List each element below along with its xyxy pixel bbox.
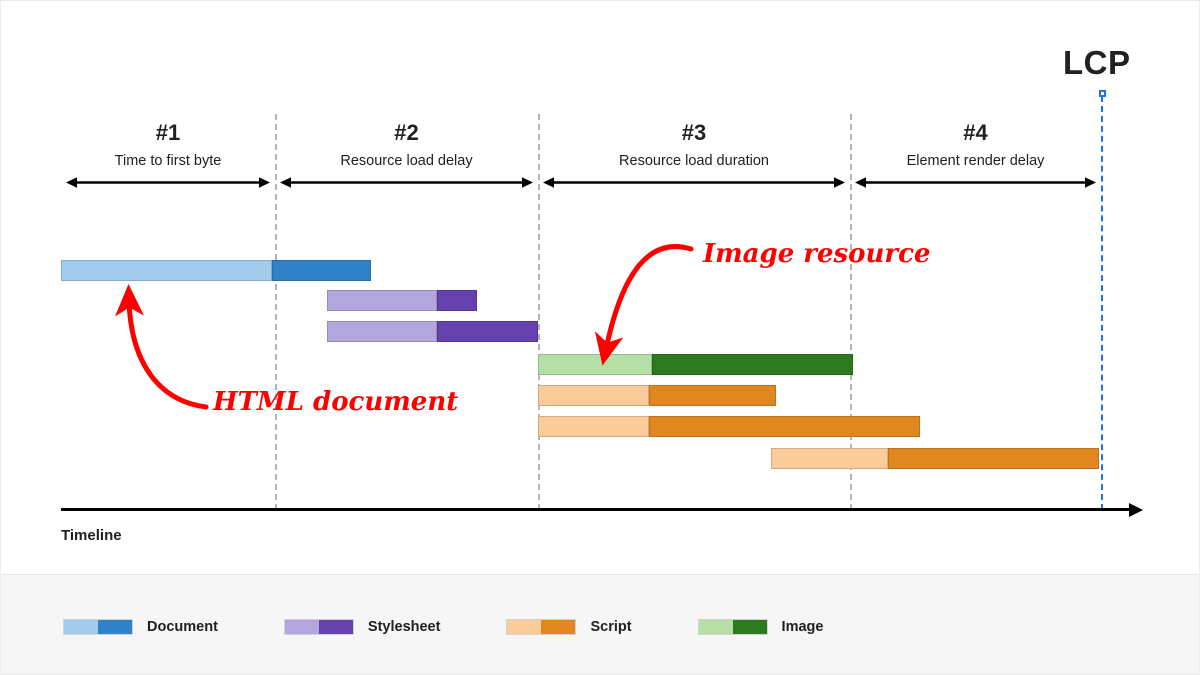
legend-item-image[interactable]: Image [697, 619, 824, 635]
legend-label: Document [147, 619, 218, 635]
legend-label: Script [590, 619, 632, 635]
legend-label: Stylesheet [367, 619, 441, 635]
waterfall-bar-document [61, 260, 371, 281]
annotation-arrows [114, 244, 694, 410]
timeline-axis-label: Timeline [61, 527, 122, 544]
annotation-html-document: HTML document [213, 387, 459, 417]
legend-item-document[interactable]: Document [63, 619, 218, 635]
bar-segment-download [437, 321, 538, 342]
phase-name-1: Time to first byte [114, 153, 222, 169]
phase-range-arrow-3 [543, 177, 845, 188]
phase-name-2: Resource load delay [340, 153, 473, 169]
bar-segment-wait [538, 416, 649, 437]
bar-segment-wait [327, 321, 437, 342]
waterfall-bar-script [771, 448, 1099, 469]
phase-separator-1 [275, 114, 277, 510]
annotation-image-resource: Image resource [703, 239, 931, 269]
legend-swatch-icon [697, 619, 768, 635]
phase-name-4: Element render delay [906, 153, 1045, 169]
phase-number-1: #1 [155, 120, 181, 145]
bar-segment-download [649, 416, 920, 437]
legend-swatch-icon [283, 619, 354, 635]
bar-segment-wait [327, 290, 437, 311]
lcp-dashed-line [1101, 96, 1103, 510]
bar-segment-download [272, 260, 371, 281]
phase-name-3: Resource load duration [619, 153, 769, 169]
waterfall-bar-stylesheet [327, 321, 538, 342]
phase-number-3: #3 [681, 120, 707, 145]
phase-number-2: #2 [394, 120, 419, 145]
timeline-axis-line [61, 508, 1133, 511]
bar-segment-download [437, 290, 477, 311]
bar-segment-download [652, 354, 853, 375]
lcp-label: LCP [1063, 44, 1131, 81]
bar-segment-download [649, 385, 776, 406]
phase-separator-3 [850, 114, 852, 510]
legend-bar: Document Stylesheet Script Image [1, 574, 1199, 674]
phase-range-arrow-4 [855, 177, 1096, 188]
phase-range-arrow-1 [66, 177, 270, 188]
phase-separator-2 [538, 114, 540, 510]
bar-segment-wait [538, 385, 649, 406]
timeline-axis-arrow-icon [1129, 503, 1143, 517]
bar-segment-download [888, 448, 1099, 469]
waterfall-bar-script [538, 416, 920, 437]
legend-item-stylesheet[interactable]: Stylesheet [283, 619, 441, 635]
bar-segment-wait [771, 448, 888, 469]
waterfall-bar-script [538, 385, 776, 406]
bar-segment-wait [61, 260, 272, 281]
waterfall-bar-stylesheet [327, 290, 477, 311]
waterfall-bar-image [538, 354, 853, 375]
legend-label: Image [781, 619, 824, 635]
legend-swatch-icon [63, 619, 133, 635]
phase-number-4: #4 [963, 120, 988, 145]
phase-range-arrow-2 [280, 177, 533, 188]
legend-items: Document Stylesheet Script Image [63, 619, 889, 635]
legend-swatch-icon [506, 619, 577, 635]
legend-item-script[interactable]: Script [506, 619, 632, 635]
